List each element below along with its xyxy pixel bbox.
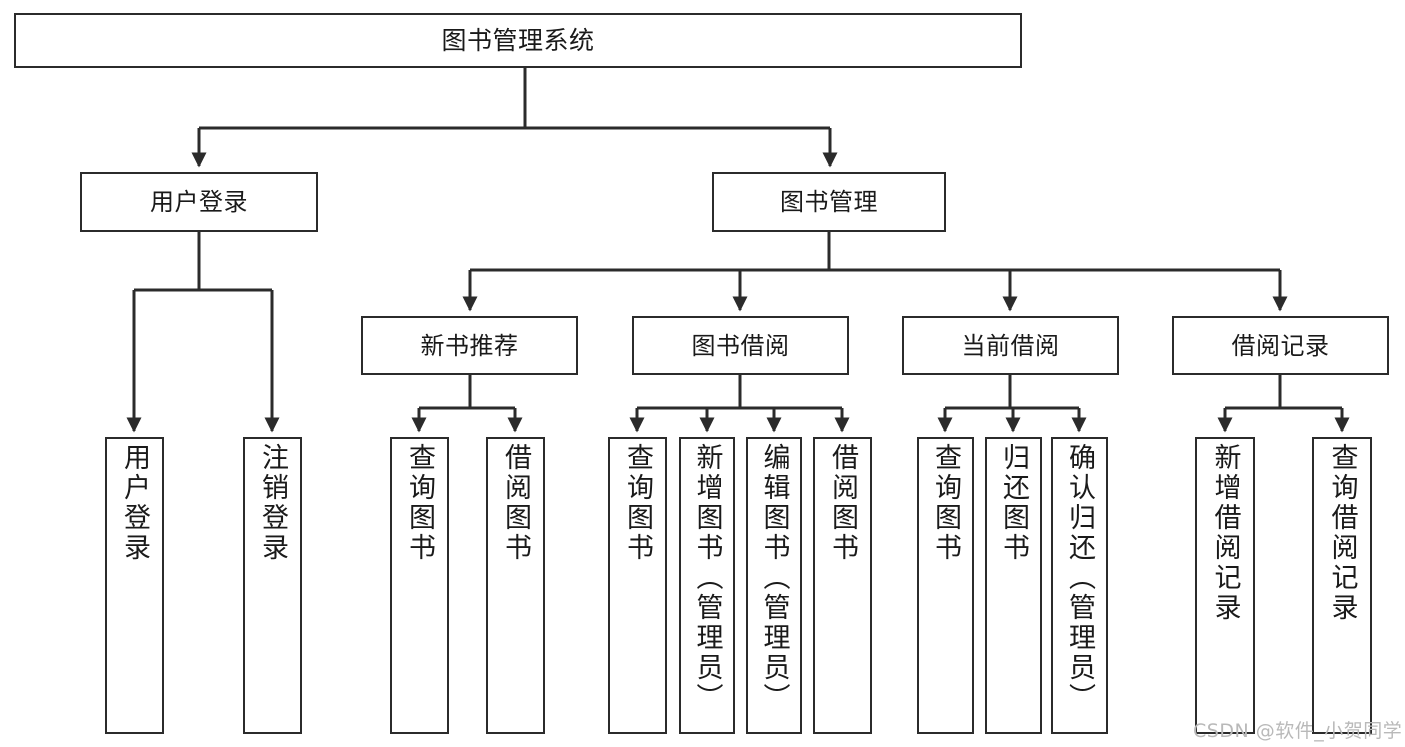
watermark: CSDN @软件_小贺同学: [1193, 720, 1403, 742]
leaf-confirm-return-admin-label: 确认归还（管理员）: [1064, 443, 1095, 713]
leaf-add-borrow-record[interactable]: 新增借阅记录: [1195, 437, 1255, 734]
node-root[interactable]: 图书管理系统: [14, 13, 1022, 68]
node-new-book-recommend[interactable]: 新书推荐: [361, 316, 578, 375]
leaf-edit-book-admin-label: 编辑图书（管理员）: [758, 443, 790, 713]
leaf-query-book-borrow[interactable]: 查询图书: [608, 437, 667, 734]
leaf-edit-book-admin[interactable]: 编辑图书（管理员）: [746, 437, 802, 734]
leaf-query-book-borrow-label: 查询图书: [622, 443, 653, 563]
leaf-add-book-admin-label: 新增图书（管理员）: [691, 443, 723, 713]
leaf-add-borrow-record-label: 新增借阅记录: [1209, 443, 1241, 623]
node-current-borrow[interactable]: 当前借阅: [902, 316, 1119, 375]
node-current-borrow-label: 当前借阅: [961, 331, 1060, 360]
leaf-query-book-rec[interactable]: 查询图书: [390, 437, 449, 734]
leaf-logout[interactable]: 注销登录: [243, 437, 302, 734]
node-book-manage[interactable]: 图书管理: [712, 172, 946, 232]
leaf-query-borrow-record[interactable]: 查询借阅记录: [1312, 437, 1372, 734]
node-root-label: 图书管理系统: [441, 26, 595, 55]
leaf-logout-label: 注销登录: [257, 443, 288, 563]
leaf-user-login[interactable]: 用户登录: [105, 437, 164, 734]
leaf-borrow-book-label: 借阅图书: [827, 443, 858, 563]
leaf-borrow-book[interactable]: 借阅图书: [813, 437, 872, 734]
leaf-borrow-book-rec[interactable]: 借阅图书: [486, 437, 545, 734]
leaf-return-book[interactable]: 归还图书: [985, 437, 1042, 734]
node-user-login[interactable]: 用户登录: [80, 172, 318, 232]
node-book-manage-label: 图书管理: [780, 188, 878, 216]
leaf-borrow-book-rec-label: 借阅图书: [500, 443, 531, 563]
node-book-borrow[interactable]: 图书借阅: [632, 316, 849, 375]
leaf-user-login-label: 用户登录: [119, 443, 150, 563]
leaf-query-book-current-label: 查询图书: [930, 443, 961, 563]
leaf-query-book-current[interactable]: 查询图书: [917, 437, 974, 734]
leaf-query-borrow-record-label: 查询借阅记录: [1326, 443, 1358, 623]
node-borrow-record[interactable]: 借阅记录: [1172, 316, 1389, 375]
node-new-book-recommend-label: 新书推荐: [420, 331, 519, 360]
leaf-query-book-rec-label: 查询图书: [404, 443, 435, 563]
node-borrow-record-label: 借阅记录: [1231, 331, 1330, 360]
node-book-borrow-label: 图书借阅: [691, 331, 790, 360]
node-user-login-label: 用户登录: [150, 188, 248, 216]
leaf-add-book-admin[interactable]: 新增图书（管理员）: [679, 437, 735, 734]
leaf-return-book-label: 归还图书: [998, 443, 1029, 563]
leaf-confirm-return-admin[interactable]: 确认归还（管理员）: [1051, 437, 1108, 734]
